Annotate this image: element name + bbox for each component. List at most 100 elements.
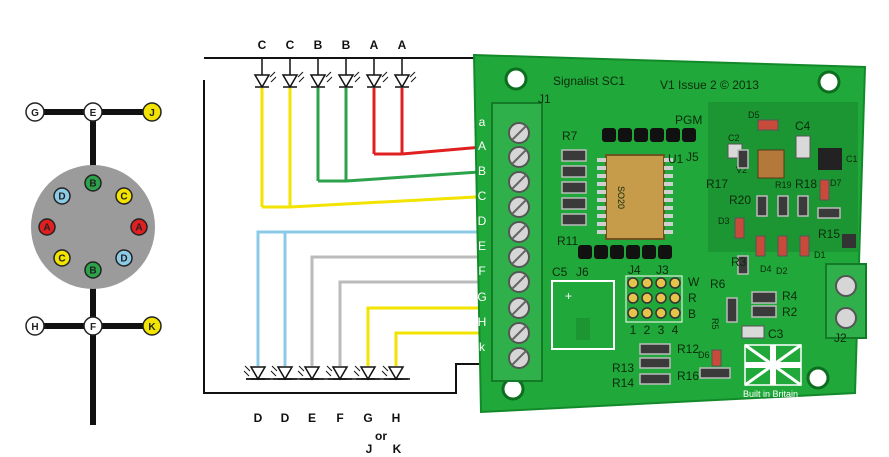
r13-label: R13 bbox=[612, 361, 634, 375]
screw-slot bbox=[511, 325, 527, 341]
resistor bbox=[699, 367, 731, 379]
jumper-outline bbox=[625, 275, 683, 323]
chip-pin bbox=[597, 166, 606, 170]
r20-label: R20 bbox=[729, 193, 751, 207]
board-issue: V1 Issue 2 © 2013 bbox=[660, 78, 759, 92]
jumper-pin bbox=[655, 307, 667, 319]
ring-lamp-letter: D bbox=[58, 192, 65, 203]
d6-label: D6 bbox=[698, 350, 710, 360]
j6-pin bbox=[578, 245, 592, 259]
ring-lamp-letter: A bbox=[135, 223, 142, 234]
resistor bbox=[751, 291, 777, 304]
r5-label: R5 bbox=[710, 318, 720, 330]
r16-label: R16 bbox=[677, 369, 699, 383]
right-resistors bbox=[726, 149, 841, 323]
r3-label: R3 bbox=[731, 255, 747, 269]
jumper-pin bbox=[641, 307, 653, 319]
bottom-led-label: H bbox=[392, 411, 401, 425]
resistor bbox=[561, 165, 587, 178]
resistor bbox=[561, 213, 587, 226]
bottom-led-wire bbox=[338, 280, 494, 366]
r7-label: R7 bbox=[562, 129, 578, 143]
resistor bbox=[737, 255, 749, 275]
bottom-j-label: J bbox=[366, 442, 373, 456]
chip-pin bbox=[597, 190, 606, 194]
d7-label: D7 bbox=[830, 178, 842, 188]
top-led-feed bbox=[345, 169, 495, 183]
chip-pin bbox=[597, 206, 606, 210]
j1-label: J1 bbox=[538, 92, 551, 106]
jumper-number: 1 bbox=[630, 323, 637, 337]
j6-label: J6 bbox=[576, 265, 589, 279]
chip-pin bbox=[664, 190, 673, 194]
top-led-c bbox=[281, 71, 305, 89]
ring-lamp-letter: B bbox=[89, 266, 96, 277]
chip-pin bbox=[664, 222, 673, 226]
ring-lamp-letter: B bbox=[89, 179, 96, 190]
r18-label: R18 bbox=[795, 177, 817, 191]
screw-slot bbox=[511, 174, 527, 190]
bottom-led-label: D bbox=[254, 411, 263, 425]
d6-diode bbox=[711, 349, 722, 367]
pgm-pin bbox=[618, 128, 632, 142]
d4-label: D4 bbox=[760, 264, 772, 274]
d2-label: D2 bbox=[776, 266, 788, 276]
top-led-a bbox=[393, 71, 417, 89]
bottom-led-wire bbox=[310, 255, 494, 366]
r12-label: R12 bbox=[677, 342, 699, 356]
r15-trimmer bbox=[842, 234, 856, 248]
resistor bbox=[561, 149, 587, 162]
jumper-pin bbox=[655, 292, 667, 304]
bottom-led-g bbox=[353, 365, 377, 381]
bottom-led-label: D bbox=[281, 411, 290, 425]
top-led-a bbox=[365, 71, 389, 89]
bottom-led-wire bbox=[394, 331, 494, 366]
terminal-letter-G: G bbox=[477, 290, 486, 304]
screw-slot bbox=[511, 224, 527, 240]
c4-label: C4 bbox=[795, 119, 811, 133]
screw-slot bbox=[511, 149, 527, 165]
lamp-k bbox=[142, 316, 162, 336]
terminal-letter-E: E bbox=[478, 239, 486, 253]
d4-diode bbox=[755, 235, 766, 257]
bottom-led-h bbox=[381, 365, 405, 381]
chip-pin bbox=[664, 174, 673, 178]
mount-hole-tr bbox=[817, 70, 841, 94]
top-led-b bbox=[337, 71, 361, 89]
lamp-letter: G bbox=[31, 108, 39, 119]
j6-header bbox=[578, 245, 672, 259]
chip-pin bbox=[597, 222, 606, 226]
resistor bbox=[797, 195, 809, 217]
terminal-letter-k: k bbox=[479, 340, 486, 354]
r2-label: R2 bbox=[782, 305, 798, 319]
chip-pin bbox=[664, 230, 673, 234]
chip-pin bbox=[597, 230, 606, 234]
lamp-letter: E bbox=[90, 108, 97, 119]
jumper-block bbox=[625, 275, 683, 323]
resistor bbox=[639, 357, 671, 369]
ring-lamp-c bbox=[53, 249, 71, 267]
u1-chip bbox=[605, 154, 665, 240]
pcb-board: Signalist SC1 V1 Issue 2 © 2013 J1 PGM S… bbox=[472, 53, 867, 414]
jumper-pin bbox=[641, 292, 653, 304]
chip-pin bbox=[664, 198, 673, 202]
resistor bbox=[756, 195, 768, 217]
ring-lamp-c bbox=[115, 187, 133, 205]
screw-slot bbox=[511, 199, 527, 215]
jumper-pin bbox=[627, 292, 639, 304]
chip-pin bbox=[597, 174, 606, 178]
mount-hole-tl bbox=[504, 67, 528, 91]
bottom-led-f bbox=[325, 365, 349, 381]
top-led-label: A bbox=[370, 38, 379, 52]
lamp-letter: J bbox=[149, 108, 155, 119]
d5-diode bbox=[757, 119, 779, 131]
top-led-label: B bbox=[314, 38, 323, 52]
screw-slot bbox=[511, 300, 527, 316]
jumper-pin bbox=[627, 307, 639, 319]
terminal-letter-F: F bbox=[478, 264, 485, 278]
bottom-k-label: K bbox=[393, 442, 402, 456]
lamp-g bbox=[25, 102, 45, 122]
jumper-pin bbox=[669, 307, 681, 319]
